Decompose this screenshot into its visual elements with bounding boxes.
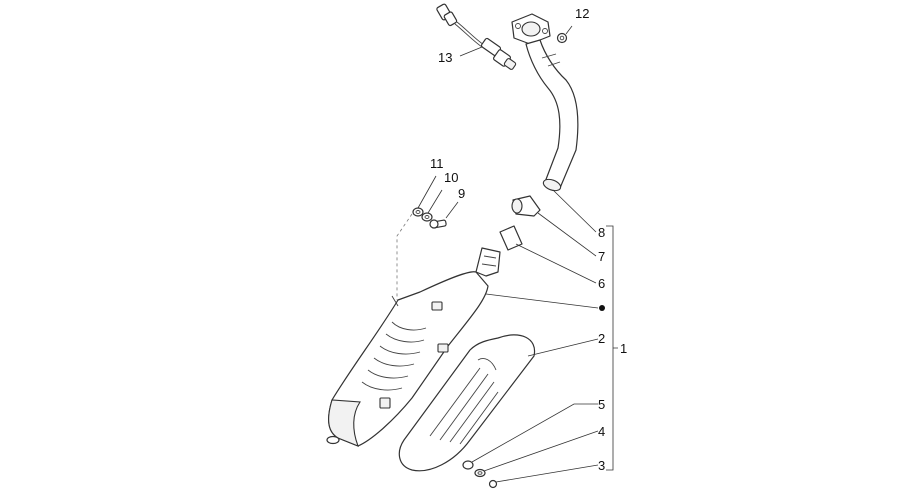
- nut-5-part: [462, 460, 474, 470]
- callout-1: 1: [620, 341, 627, 356]
- callout-5: 5: [598, 397, 605, 412]
- leader-9: [445, 201, 459, 219]
- leader-11: [417, 175, 437, 209]
- callout-12: 12: [575, 6, 589, 21]
- washer-11-part: [412, 207, 424, 217]
- gasket-part: [499, 225, 523, 251]
- oxygen-sensor-part: [436, 3, 517, 70]
- leader-12: [565, 25, 573, 35]
- front-exhaust-pipe-part: [511, 13, 579, 192]
- leader-13: [459, 46, 483, 57]
- heat-shield-part: [398, 334, 536, 472]
- callout-2: 2: [598, 331, 605, 346]
- callout-11: 11: [430, 156, 444, 171]
- callout-6: 6: [598, 276, 605, 291]
- callout-10: 10: [444, 170, 458, 185]
- leader-8: [552, 189, 597, 233]
- assembly-bracket: [606, 225, 618, 471]
- screw-3-part: [488, 479, 498, 489]
- callout-3: 3: [598, 458, 605, 473]
- leader-4: [483, 430, 599, 472]
- silencer-body-part: [326, 247, 501, 447]
- flange-nut-part: [556, 32, 568, 44]
- callout-13: 13: [438, 50, 452, 65]
- leader-3: [495, 464, 599, 483]
- callout-8: 8: [598, 225, 605, 240]
- washer-10-part: [421, 212, 433, 222]
- leader-10: [427, 189, 443, 214]
- callout-7: 7: [598, 249, 605, 264]
- leader-dot: [485, 293, 599, 309]
- leader-6: [515, 243, 597, 284]
- assembly-dot-marker: [599, 305, 605, 311]
- washer-4-part: [474, 468, 486, 478]
- callout-4: 4: [598, 424, 605, 439]
- clamp-sleeve-part: [511, 195, 541, 217]
- leader-5: [471, 403, 598, 463]
- callout-9: 9: [458, 186, 465, 201]
- leader-7: [537, 212, 597, 257]
- bolt-9-part: [429, 219, 447, 229]
- leader-2: [527, 338, 599, 357]
